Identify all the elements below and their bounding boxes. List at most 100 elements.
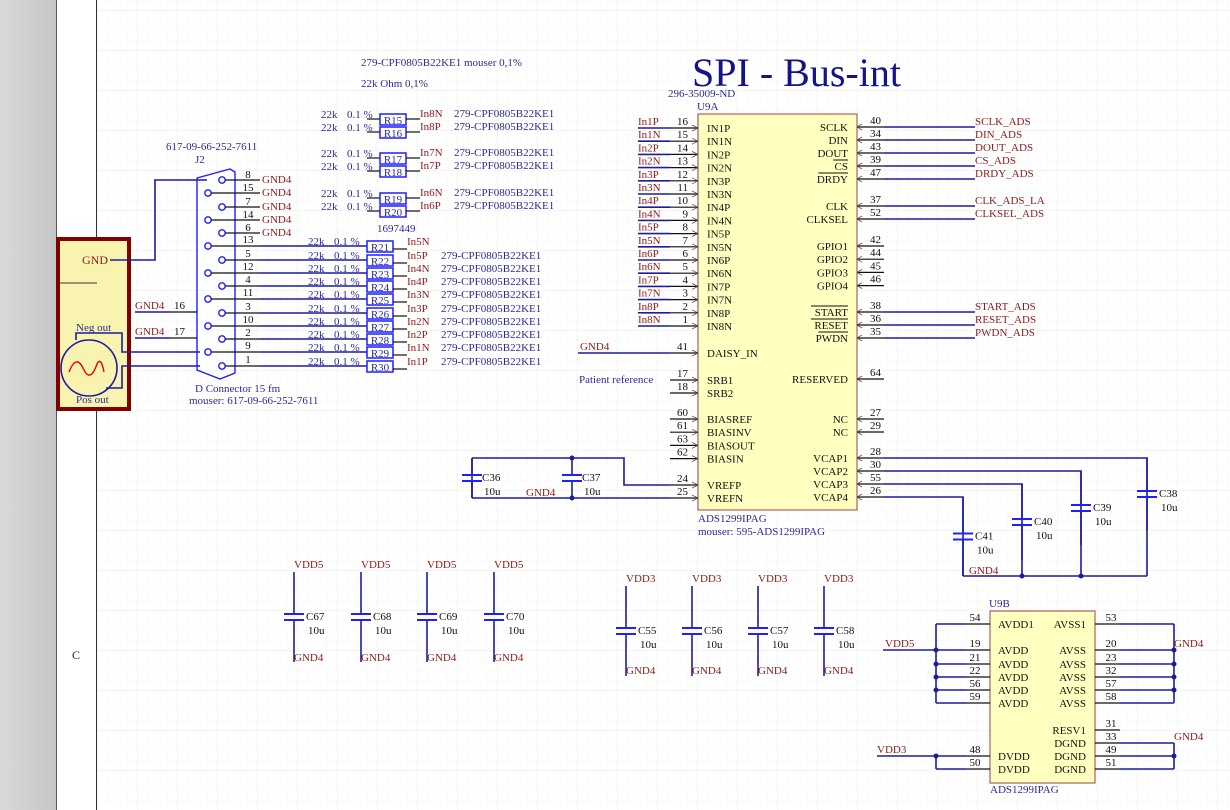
- net-label: In2N: [638, 156, 661, 168]
- pin-name: DAISY_IN: [707, 348, 758, 360]
- pin-number: 12: [677, 169, 688, 181]
- resistor-net: In8P: [420, 121, 441, 133]
- pin-number: 60: [677, 407, 689, 419]
- pin-name: GPIO4: [817, 281, 849, 293]
- net-label: In2P: [638, 142, 659, 154]
- resistor-net: In5N: [407, 236, 430, 248]
- pin-number: 57: [1106, 678, 1118, 690]
- input-arrow-icon: [691, 243, 699, 251]
- input-arrow-icon: [691, 177, 699, 185]
- pin-name: IN2N: [707, 163, 732, 175]
- connector-pin-circle: [204, 269, 212, 277]
- connector-gnd-net: GND4: [262, 227, 292, 239]
- pin-number: 6: [683, 248, 689, 260]
- u9b-designator: U9B: [989, 598, 1010, 610]
- source-neg-label: Neg out: [76, 322, 111, 334]
- pin-name: GPIO1: [817, 241, 848, 253]
- u9a-mouser: mouser: 595-ADS1299IPAG: [698, 526, 825, 538]
- connector-part-number: 617-09-66-252-7611: [166, 141, 257, 153]
- net-label: CLK_ADS_LA: [975, 195, 1045, 207]
- resistor-ref: R28: [371, 335, 390, 347]
- input-arrow-icon: [856, 242, 863, 250]
- decoupling-gnd-label: GND4: [494, 652, 524, 664]
- connector-gnd-net: GND4: [262, 174, 292, 186]
- resistor-r27[interactable]: [366, 320, 394, 333]
- u9a-designator: U9A: [697, 101, 718, 113]
- resistor-tolerance: 0.1 %: [347, 109, 373, 121]
- capacitor-ref: C55: [638, 625, 657, 637]
- capacitor-ref: C37: [582, 472, 601, 484]
- pin-name: IN3N: [707, 189, 732, 201]
- capacitor-ref: C36: [482, 472, 501, 484]
- pin-name: AVDD: [998, 645, 1028, 657]
- pin-number: 52: [870, 207, 881, 219]
- net-label: In8P: [638, 301, 659, 313]
- pin-name: CLKSEL: [806, 214, 848, 226]
- connector-pin-number: 7: [245, 196, 251, 208]
- input-arrow-icon: [856, 162, 863, 170]
- resistor-r24[interactable]: [366, 280, 394, 293]
- resistor-ref: R17: [384, 154, 403, 166]
- pin-name: AVSS: [1059, 685, 1086, 697]
- capacitor-ref: C58: [836, 625, 855, 637]
- net-label: START_ADS: [975, 301, 1036, 313]
- sine-wave-icon: [68, 360, 105, 376]
- wire: [75, 332, 200, 353]
- pin-number: 30: [870, 459, 882, 471]
- ic-u9a-body[interactable]: [697, 113, 858, 511]
- pin-name: AVSS: [1059, 698, 1086, 710]
- pin-number: 49: [1106, 744, 1118, 756]
- capacitor-ref: C38: [1159, 488, 1178, 500]
- pin-name: IN7P: [707, 281, 730, 293]
- ic-u9b-body[interactable]: [989, 610, 1096, 784]
- connector-description: D Connector 15 fm: [195, 383, 281, 395]
- net-label: In1P: [638, 116, 659, 128]
- vcap-gnd-label: GND4: [969, 565, 999, 577]
- resistor-r29[interactable]: [366, 346, 394, 359]
- signal-source-block[interactable]: [56, 237, 131, 411]
- input-arrow-icon: [856, 480, 863, 488]
- resistor-r23[interactable]: [366, 267, 394, 280]
- capacitor-value: 10u: [584, 486, 601, 498]
- resistor-value-note: 22k Ohm 0,1%: [361, 78, 428, 90]
- resistor-value: 22k: [321, 188, 338, 200]
- shell-pin-number: 16: [174, 300, 186, 312]
- input-arrow-icon: [856, 375, 863, 383]
- capacitor-value: 10u: [1161, 502, 1178, 514]
- resistor-r25[interactable]: [366, 293, 394, 306]
- pin-number: 17: [677, 368, 689, 380]
- resistor-ref: R27: [371, 322, 390, 334]
- pin-name: AVDD: [998, 698, 1028, 710]
- capacitor-ref: C40: [1034, 516, 1053, 528]
- resistor-net: In3N: [407, 289, 430, 301]
- pin-number: 38: [870, 300, 882, 312]
- pin-number: 46: [870, 274, 882, 286]
- pin-number: 35: [870, 326, 882, 338]
- pin-number: 24: [677, 473, 689, 485]
- pin-number: 55: [870, 472, 882, 484]
- resistor-value: 22k: [321, 161, 338, 173]
- resistor-r22[interactable]: [366, 254, 394, 267]
- resistor-r21[interactable]: [366, 240, 394, 253]
- resistor-tolerance: 0.1 %: [334, 236, 360, 248]
- pin-name: DVDD: [998, 764, 1030, 776]
- pin-number: 14: [677, 142, 689, 154]
- resistor-r26[interactable]: [366, 307, 394, 320]
- resistor-r30[interactable]: [366, 360, 394, 373]
- pin-name: AVDD1: [998, 619, 1034, 631]
- capacitor-value: 10u: [640, 639, 657, 651]
- d-connector-shell[interactable]: [196, 168, 236, 380]
- pin-name: IN4P: [707, 202, 730, 214]
- u9b-vdd5-label: VDD5: [885, 638, 915, 650]
- resistor-part: 279-CPF0805B22KE1: [454, 187, 554, 199]
- pin-name: IN2P: [707, 149, 730, 161]
- pin-name: AVSS: [1059, 672, 1086, 684]
- input-arrow-icon: [856, 428, 863, 436]
- resistor-r28[interactable]: [366, 333, 394, 346]
- pin-number: 23: [1106, 652, 1118, 664]
- capacitor-value: 10u: [977, 545, 994, 557]
- pin-number: 44: [870, 247, 882, 259]
- pin-name: RESV1: [1052, 725, 1086, 737]
